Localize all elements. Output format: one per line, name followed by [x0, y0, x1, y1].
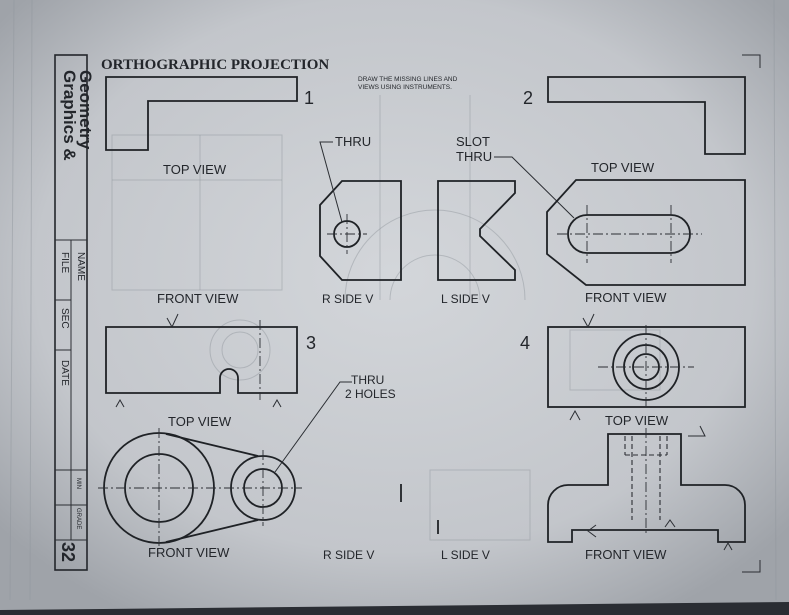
- page-edge-left: [9, 0, 15, 601]
- problem-1-top-view-shape: [105, 76, 298, 151]
- title-block: Graphics & Geometry NAME FILE SEC DATE M…: [54, 54, 95, 571]
- problem-4-top-view-shape: [547, 326, 746, 408]
- problem-3-front-view-label: FRONT VIEW: [148, 545, 230, 560]
- problem-3-number: 3: [306, 333, 316, 353]
- field-name-label: NAME: [75, 252, 86, 281]
- problem-2-front-view-label: FRONT VIEW: [585, 290, 667, 305]
- page-edge-right: [773, 0, 777, 601]
- problem-3-web-bottom: [165, 519, 259, 543]
- problem-4: 4 TOP VIEW FRONT VIEW: [520, 313, 746, 562]
- field-file-label: FILE: [59, 252, 70, 273]
- problem-3-top-view-label: TOP VIEW: [168, 414, 232, 429]
- problem-3: 3 TOP VIEW THRU 2 HOLES FRONT VIEW R SID…: [98, 313, 490, 562]
- field-grade-label: GRADE: [75, 508, 81, 529]
- problem-4-view-mark-base: [664, 519, 676, 528]
- corner-mark-top-right: [742, 54, 761, 68]
- problem-3-l-side-label: L SIDE V: [441, 548, 490, 562]
- problem-4-view-mark-top: [582, 313, 595, 329]
- instruction-line2: VIEWS USING INSTRUMENTS.: [358, 84, 452, 91]
- problem-2-top-view-label: TOP VIEW: [591, 160, 655, 175]
- problem-2-slot-leader: [494, 156, 575, 219]
- problem-1: 1 TOP VIEW FRONT VIEW THRU R SIDE V L SI…: [105, 76, 516, 306]
- book-title-line2: Geometry: [76, 70, 95, 150]
- instruction-line1: DRAW THE MISSING LINES AND: [358, 76, 458, 83]
- problem-2-number: 2: [523, 88, 533, 108]
- problem-4-front-view-label: FRONT VIEW: [585, 547, 667, 562]
- page-title: ORTHOGRAPHIC PROJECTION: [101, 57, 329, 73]
- page-edge-left-2: [29, 0, 33, 601]
- problem-1-number: 1: [304, 88, 314, 108]
- problem-3-web-top: [165, 433, 259, 457]
- problem-1-l-side-shape: [437, 180, 516, 281]
- corner-mark-bottom-right: [742, 560, 761, 573]
- problem-3-view-mark-right: [272, 398, 282, 408]
- field-date-label: DATE: [59, 360, 70, 386]
- field-min-label: MIN: [75, 478, 81, 489]
- problem-3-view-mark-left: [115, 398, 125, 408]
- problem-2-slot: [567, 214, 691, 254]
- problem-4-view-mark-corner: [723, 541, 733, 551]
- problem-4-view-mark-side: [587, 524, 597, 538]
- problem-1-thru-note: THRU: [335, 134, 371, 149]
- problem-3-holes-note-1: THRU: [351, 373, 384, 387]
- problem-3-view-mark-top: [166, 313, 179, 329]
- problem-4-top-view-label: TOP VIEW: [605, 413, 669, 428]
- problem-3-top-view-shape: [105, 326, 298, 394]
- problem-4-view-mark-left: [569, 409, 581, 421]
- problem-1-thru-leader: [319, 141, 343, 223]
- problem-2: 2 TOP VIEW SLOT THRU FRONT VIEW: [456, 76, 746, 305]
- problem-2-slot-note-2: THRU: [456, 149, 492, 164]
- problem-3-holes-leader: [274, 381, 352, 473]
- problem-1-l-side-label: L SIDE V: [441, 292, 490, 306]
- problem-4-view-mark-right: [688, 425, 706, 437]
- problem-4-number: 4: [520, 333, 530, 353]
- problem-2-top-view-shape: [547, 76, 746, 155]
- problem-2-front-view-shape: [546, 179, 746, 286]
- problem-4-front-view-shape: [547, 433, 746, 543]
- problem-1-front-view-label: FRONT VIEW: [157, 291, 239, 306]
- problem-3-r-side-label: R SIDE V: [323, 548, 374, 562]
- problem-2-slot-note-1: SLOT: [456, 134, 490, 149]
- problem-1-r-side-label: R SIDE V: [322, 292, 373, 306]
- problem-1-top-view-label: TOP VIEW: [163, 162, 227, 177]
- problem-1-r-side-shape: [319, 180, 402, 281]
- field-sec-label: SEC: [59, 308, 70, 329]
- book-title-line1: Graphics &: [60, 70, 79, 161]
- page-number: 32: [58, 542, 78, 562]
- problem-3-holes-note-2: 2 HOLES: [345, 387, 396, 401]
